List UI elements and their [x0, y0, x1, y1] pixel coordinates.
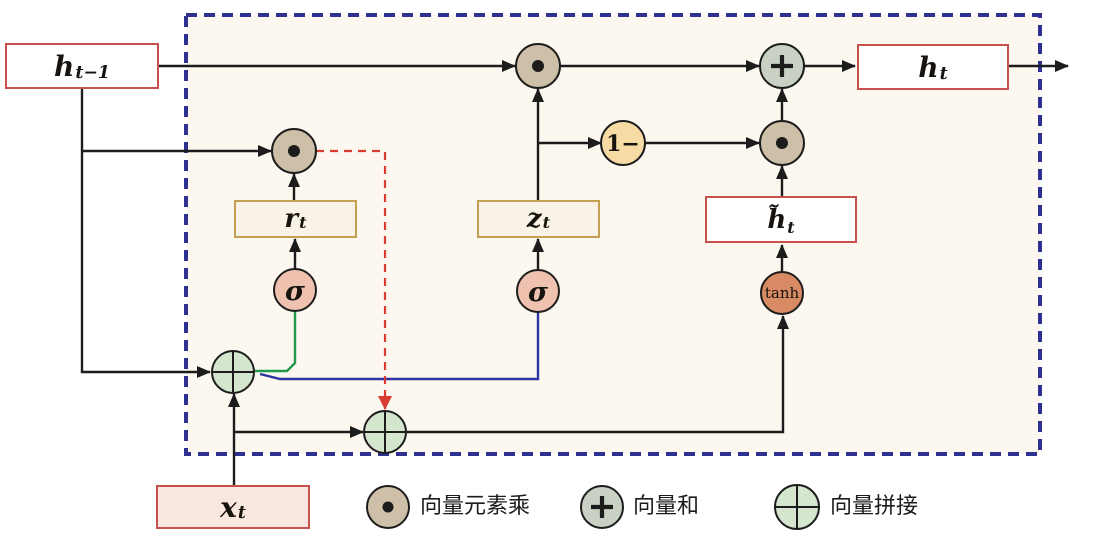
plus-glyph: [771, 55, 793, 77]
h-tilde-subscript: t: [787, 218, 795, 237]
x-input-subscript: t: [237, 503, 246, 523]
op-elementwise-multiply-reset: [271, 128, 317, 174]
wire-hprev-to-concat1: [80, 89, 211, 378]
z-gate-label: z: [526, 204, 542, 234]
multiply-dot: [288, 145, 300, 157]
h-prev-label: h: [53, 49, 75, 83]
multiply-dot: [532, 60, 544, 72]
op-tanh: tanh: [760, 271, 804, 315]
h-tilde-box: h̃t: [705, 196, 857, 243]
h-out-subscript: t: [939, 64, 948, 84]
h-out-label: h: [918, 50, 939, 84]
concat-cross-glyph: [212, 351, 254, 393]
op-sigma-z: σ: [516, 269, 560, 313]
sigma-label: σ: [528, 277, 548, 308]
sigma-label: σ: [285, 276, 305, 307]
plus-glyph: [591, 496, 613, 518]
legend-vector-sum: [580, 485, 624, 529]
concat-cross-glyph: [364, 411, 406, 453]
concat-cross-glyph: [775, 485, 819, 529]
h-tilde-label: h̃: [767, 204, 787, 235]
r-gate-subscript: t: [299, 213, 307, 232]
legend-label-vector-concat: 向量拼接: [830, 494, 919, 519]
sigma-icon: [516, 269, 560, 313]
black-wires: [80, 60, 1069, 485]
tanh-icon: [760, 271, 804, 315]
tanh-label: tanh: [765, 284, 800, 302]
legend-elementwise-multiply: [366, 485, 410, 529]
wire-concat2-to-tanh: [406, 315, 789, 434]
wire-concat1-to-sigma-z-blue: [259, 312, 540, 381]
op-sigma-r: σ: [273, 268, 317, 312]
wire-concat1-to-sigma-r-green: [255, 311, 297, 373]
op-vector-concat-1: [211, 350, 255, 394]
z-gate-subscript: t: [542, 213, 551, 232]
op-vector-sum: [759, 43, 805, 89]
multiply-dot: [382, 501, 394, 513]
legend-label-vector-sum: 向量和: [633, 494, 700, 519]
op-one-minus: 1−: [600, 120, 646, 166]
sigma-icon: [273, 268, 317, 312]
op-elementwise-multiply-right: [759, 120, 805, 166]
h-prev-subscript: t−1: [75, 63, 110, 83]
legend-label-elementwise-multiply: 向量元素乘: [420, 494, 531, 519]
one-minus-icon: [600, 120, 646, 166]
legend-vector-concat: [774, 484, 820, 530]
op-elementwise-multiply-top: [515, 43, 561, 89]
op-vector-concat-2: [363, 410, 407, 454]
wire-mult-r-to-concat2-red-dashed: [316, 149, 392, 410]
r-gate-label: r: [284, 204, 299, 234]
x-input-label: x: [220, 490, 237, 524]
multiply-dot: [776, 137, 788, 149]
one-minus-label: 1−: [606, 131, 640, 157]
